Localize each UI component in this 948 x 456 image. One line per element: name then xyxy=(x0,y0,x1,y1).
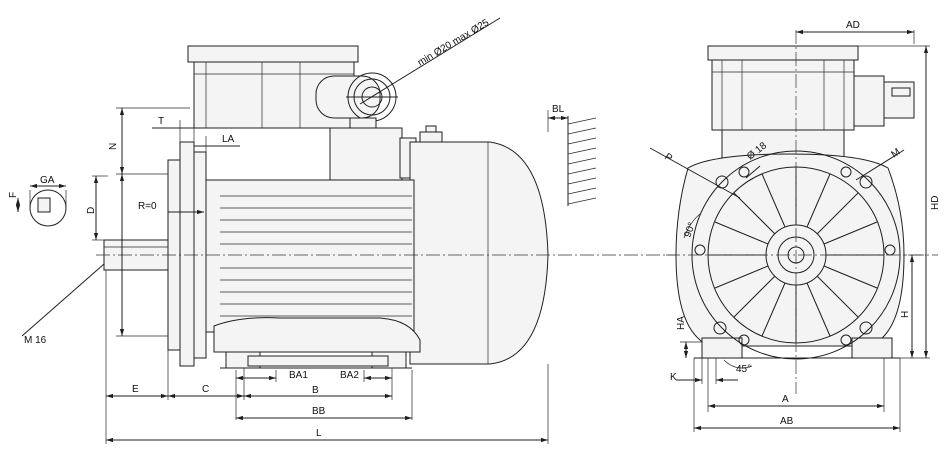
motor-feet xyxy=(220,351,412,369)
label-e: E xyxy=(132,384,139,395)
label-ab: AB xyxy=(780,416,794,427)
label-hd: HD xyxy=(930,196,941,210)
side-dimensions xyxy=(105,270,549,444)
label-r0: R=0 xyxy=(138,201,157,212)
label-d: D xyxy=(86,207,97,214)
front-foot-left xyxy=(701,337,743,359)
motor-frame xyxy=(203,179,421,353)
label-cable: min Ø20 max Ø25 xyxy=(416,17,492,68)
label-ha: HA xyxy=(676,316,687,330)
label-n: N xyxy=(108,143,119,150)
label-deg90: 90° xyxy=(682,221,698,239)
fan-cover xyxy=(409,125,549,365)
label-bb: BB xyxy=(312,406,326,417)
flange-bolt-holes xyxy=(694,166,896,346)
label-ad: AD xyxy=(846,20,860,31)
front-foot-right xyxy=(851,337,893,359)
side-view xyxy=(15,17,938,444)
p-leader xyxy=(649,147,741,199)
front-dimensions xyxy=(676,29,930,432)
label-ba1: BA1 xyxy=(289,370,308,381)
label-c: C xyxy=(202,384,209,395)
hole-leader xyxy=(745,165,761,179)
label-t: T xyxy=(158,116,164,127)
front-terminal-box xyxy=(707,45,915,159)
label-la: LA xyxy=(222,134,235,145)
left-dimensions xyxy=(21,107,240,337)
label-a: A xyxy=(782,394,789,405)
shaft-key-detail xyxy=(15,183,67,227)
flange xyxy=(167,141,207,367)
label-h: H xyxy=(900,311,911,318)
label-ba2: BA2 xyxy=(340,370,359,381)
label-bl: BL xyxy=(552,104,565,115)
label-f: F xyxy=(8,192,19,198)
m-leader xyxy=(855,149,905,181)
label-b: B xyxy=(312,385,319,396)
cable-leader xyxy=(359,17,501,105)
wall-clearance xyxy=(547,110,597,206)
label-ga: GA xyxy=(40,175,55,186)
front-view xyxy=(649,29,930,432)
label-deg45: 45° xyxy=(736,364,751,375)
label-m16: M 16 xyxy=(24,335,47,346)
cable-gland xyxy=(315,72,398,131)
label-l: L xyxy=(316,428,322,439)
label-p: P xyxy=(662,151,674,164)
label-k: K xyxy=(670,372,677,383)
